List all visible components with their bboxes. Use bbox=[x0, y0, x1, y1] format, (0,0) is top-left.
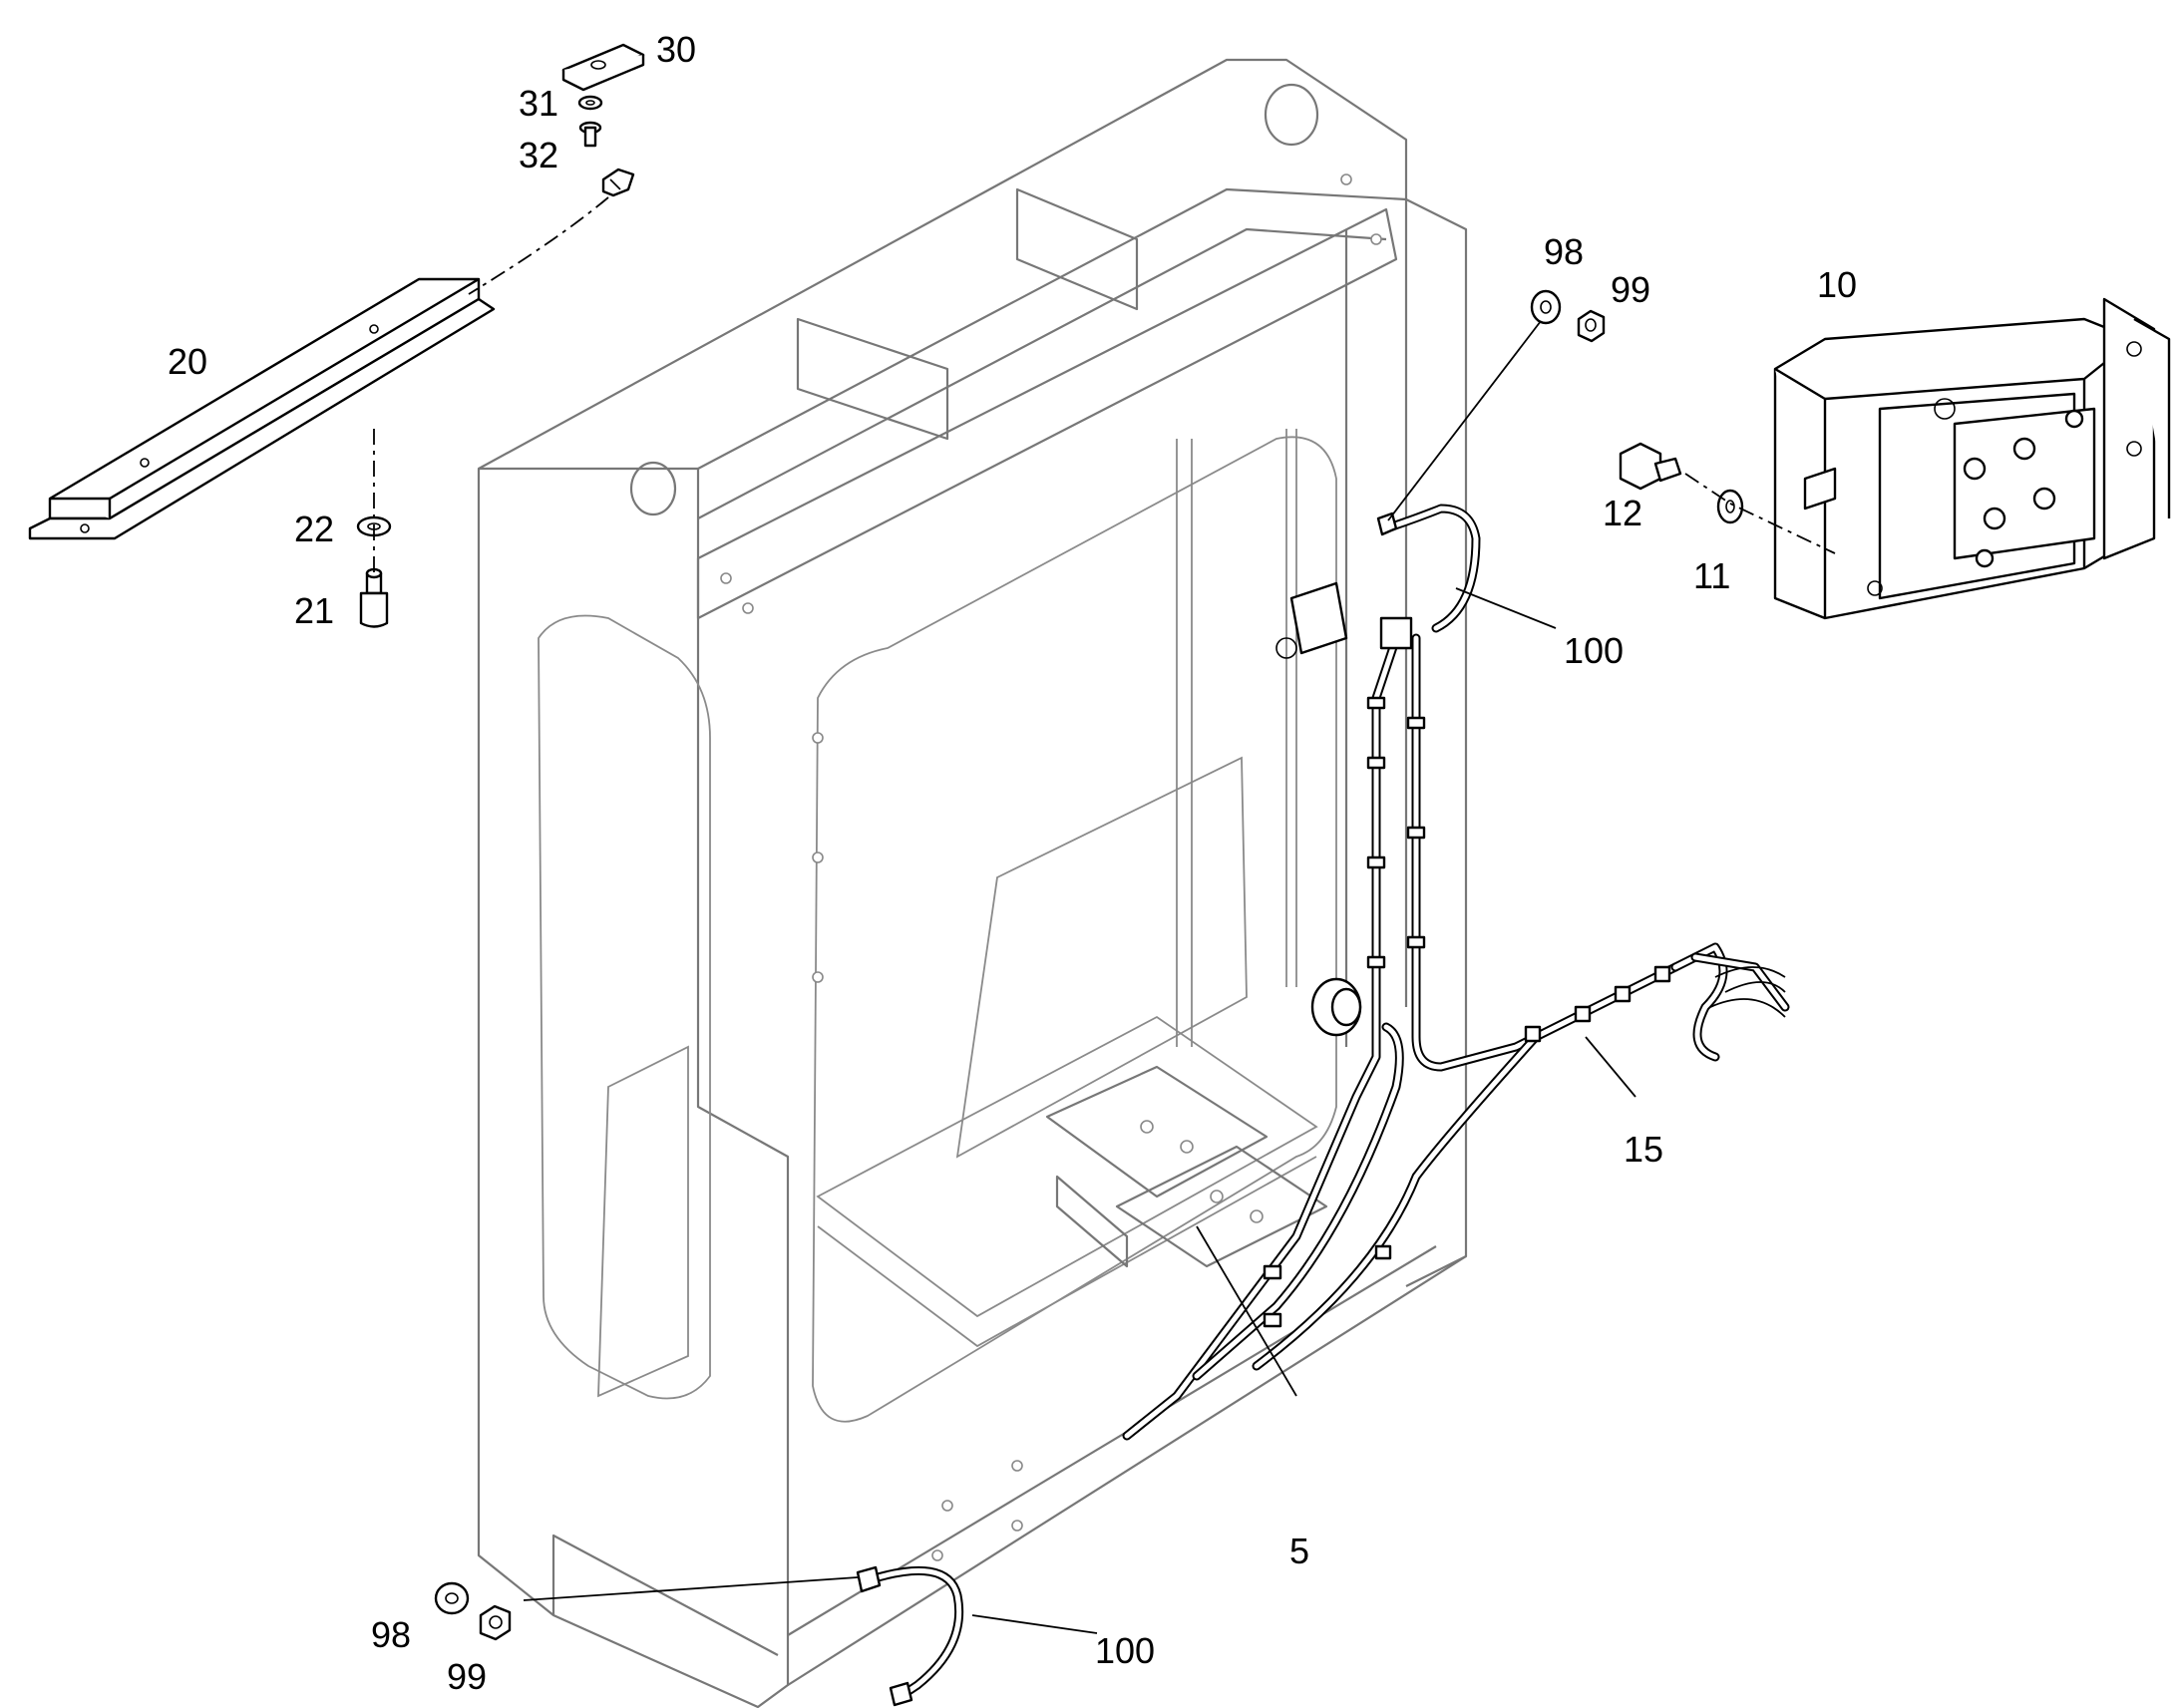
label-20: 20 bbox=[168, 341, 207, 382]
label-32: 32 bbox=[519, 135, 558, 175]
junction-terminal bbox=[1275, 581, 1413, 659]
cable-part-100-bottom bbox=[856, 1565, 964, 1707]
washer-part-98-top bbox=[1530, 289, 1562, 325]
label-15: 15 bbox=[1624, 1129, 1663, 1170]
label-98-top: 98 bbox=[1544, 231, 1584, 272]
label-11: 11 bbox=[1693, 555, 1730, 596]
nut-part-99-bottom bbox=[479, 1604, 512, 1641]
assembly-line-12-10 bbox=[1684, 473, 1836, 554]
bolt-part-21 bbox=[359, 567, 389, 628]
battery-cells bbox=[1045, 1065, 1328, 1268]
label-12: 12 bbox=[1603, 493, 1642, 533]
cover-rail-part-20 bbox=[28, 277, 496, 540]
label-98-bottom: 98 bbox=[371, 1614, 411, 1655]
label-22: 22 bbox=[294, 509, 334, 549]
battery-frame bbox=[477, 58, 1468, 1708]
washer-part-11 bbox=[1716, 489, 1744, 524]
screw-part-32 bbox=[578, 121, 602, 148]
label-30: 30 bbox=[656, 29, 696, 70]
relay-box-part-10 bbox=[1773, 297, 2171, 620]
threaded-spacer bbox=[601, 168, 635, 197]
wiring-harness bbox=[1122, 633, 1790, 1441]
bolt-part-12 bbox=[1619, 442, 1682, 491]
cable-part-100-top bbox=[1376, 504, 1481, 633]
nut-part-99-top bbox=[1577, 309, 1606, 343]
bracket-part-30 bbox=[561, 43, 645, 92]
washer-part-98-bottom bbox=[434, 1581, 470, 1615]
label-100-top: 100 bbox=[1564, 630, 1624, 671]
label-31: 31 bbox=[519, 83, 558, 124]
leader-lines bbox=[523, 320, 1636, 1634]
assembly-line-20-30 bbox=[468, 196, 609, 295]
label-21: 21 bbox=[294, 590, 334, 631]
washer-part-31 bbox=[577, 95, 603, 111]
label-99-top: 99 bbox=[1611, 269, 1650, 310]
label-10: 10 bbox=[1817, 264, 1857, 305]
label-100-bottom: 100 bbox=[1095, 1630, 1155, 1671]
label-5: 5 bbox=[1289, 1531, 1309, 1571]
label-99-bottom: 99 bbox=[447, 1656, 487, 1697]
